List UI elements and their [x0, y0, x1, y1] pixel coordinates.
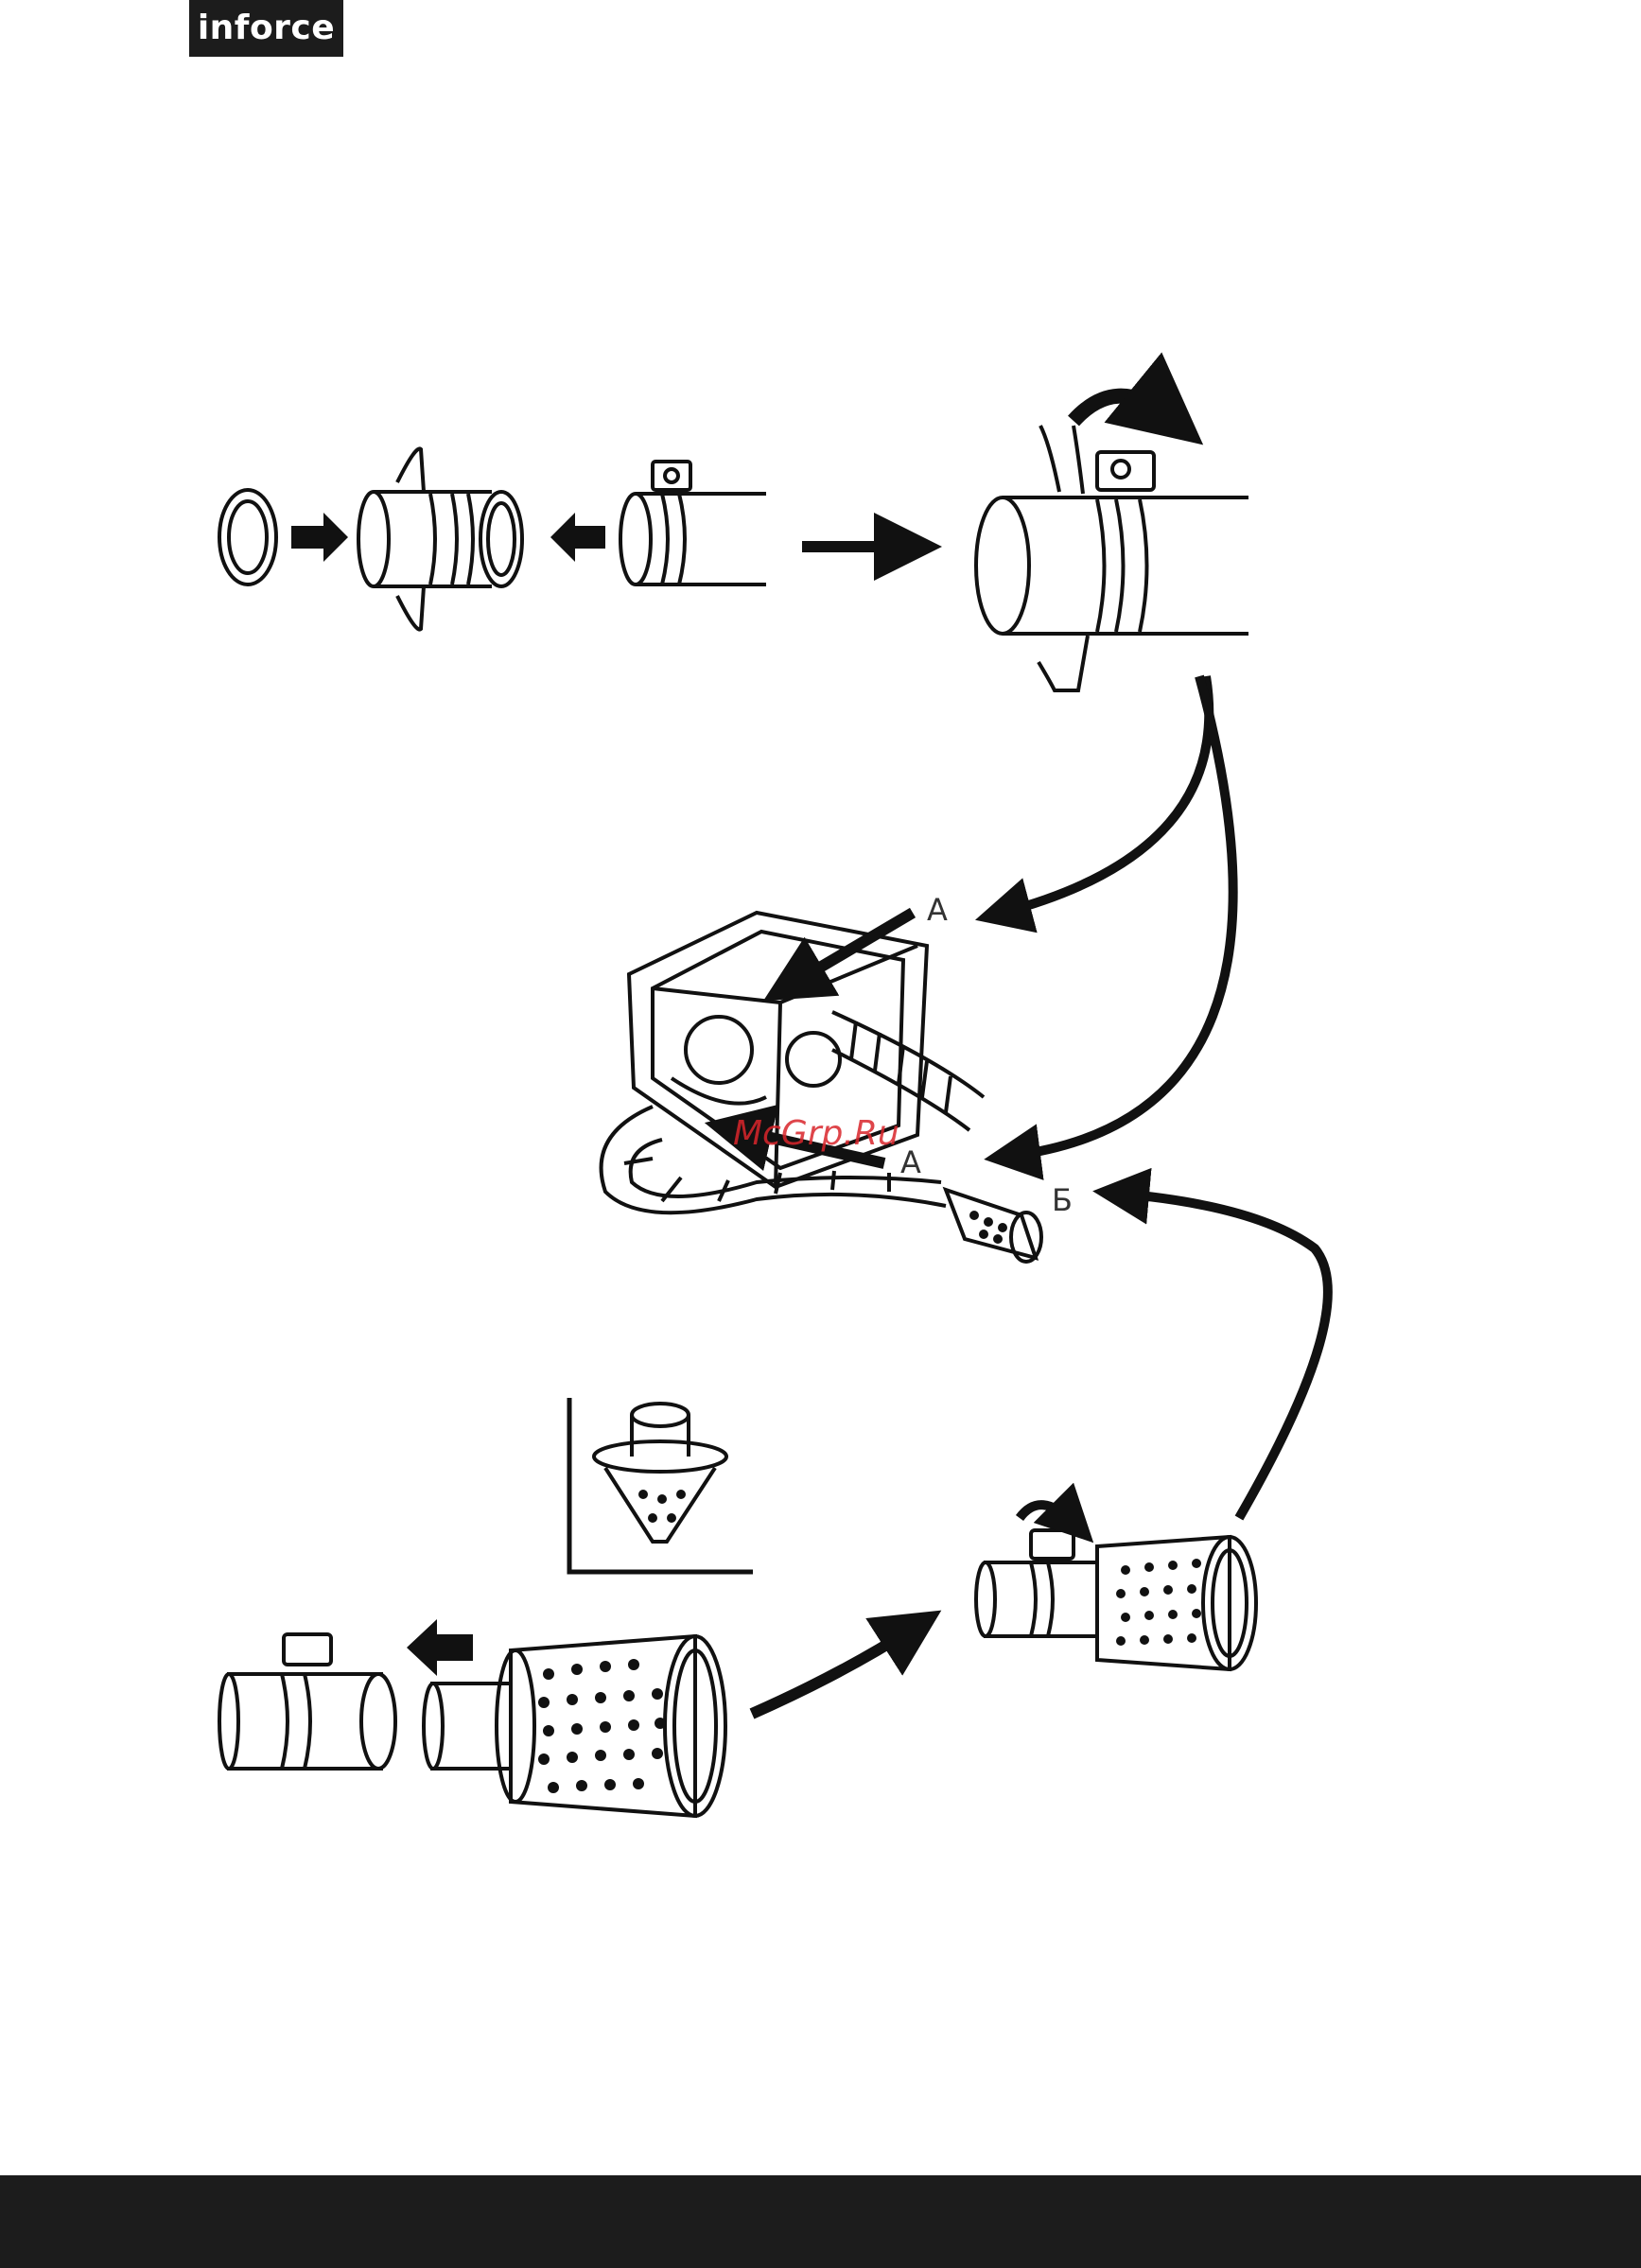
arrow-to-pump-a-top: [1003, 676, 1209, 913]
arrow-tighten-strainer-clamp: [1020, 1505, 1074, 1523]
strainer-holes: [538, 1659, 666, 1793]
discharge-hose: [832, 1012, 984, 1130]
assembled-coupling: [976, 426, 1248, 690]
arrow-tighten-clamp: [1074, 396, 1168, 421]
arrow-to-pump-a-bottom: [1012, 676, 1233, 1156]
strainer-detail: [594, 1404, 726, 1542]
arrow-to-strainer-assembled: [752, 1629, 913, 1714]
arrow-gasket-right: [291, 513, 348, 562]
label-a-bottom: А: [900, 1147, 921, 1178]
strainer-assembled-holes: [1116, 1559, 1201, 1646]
arrow-strainer-left: [407, 1619, 473, 1676]
arrow-hose-left: [550, 513, 605, 562]
strainer-assembled: [976, 1530, 1256, 1669]
hose-coupling: [358, 448, 522, 629]
hose-with-clamp-bottom: [219, 1634, 395, 1769]
arrow-strainer-to-pump: [1121, 1194, 1328, 1518]
strainer-detail-inset: [569, 1398, 753, 1572]
label-a-top: А: [927, 895, 948, 925]
hose-assembly-illustration: [0, 0, 1641, 2175]
label-b: Б: [1052, 1185, 1073, 1215]
watermark-text: McGrp.Ru: [733, 1114, 899, 1153]
pump-strainer: [946, 1190, 1041, 1262]
footer-bar: [0, 2175, 1641, 2268]
gasket-ring: [219, 490, 276, 584]
hose-with-clamp: [620, 462, 766, 584]
